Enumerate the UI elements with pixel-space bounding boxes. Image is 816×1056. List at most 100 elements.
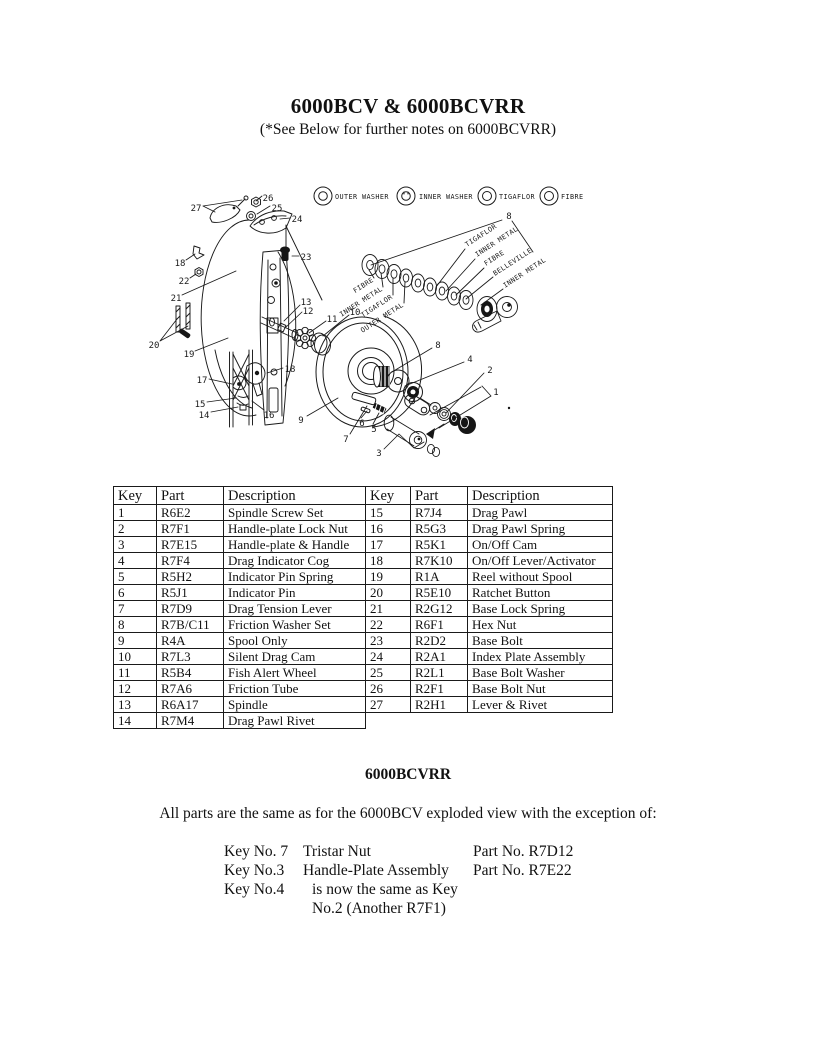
- table-cell: R6A17: [156, 696, 224, 713]
- table-cell: R6E2: [156, 504, 224, 521]
- spool-rim: [315, 316, 409, 428]
- table-cell: 11: [113, 664, 157, 681]
- handle-knob: [383, 414, 441, 458]
- table-cell: Index Plate Assembly: [467, 648, 613, 665]
- table-cell: 26: [365, 680, 411, 697]
- friction-tube: [277, 322, 287, 333]
- table-cell: R6F1: [410, 616, 468, 633]
- callout-numbers: 27 26 25 24 23 18 22 21 20 19 17 15 14 1…: [149, 194, 512, 459]
- note-key: Key No.4: [224, 881, 285, 898]
- table-cell: 19: [365, 568, 411, 585]
- table-cell: Indicator Pin: [223, 584, 366, 601]
- callout-2: 2: [487, 366, 492, 376]
- col-header-part: Part: [156, 486, 224, 505]
- table-header-row: Key Part Description: [113, 486, 366, 505]
- table-cell: 5: [113, 568, 157, 585]
- callout-18b: 18: [285, 365, 296, 375]
- table-cell: R4A: [156, 632, 224, 649]
- legend-label: OUTER WASHER: [335, 193, 389, 201]
- stem-column: [259, 249, 290, 426]
- table-cell: 25: [365, 664, 411, 681]
- callout-25: 25: [272, 204, 283, 214]
- table-header-row: Key Part Description: [365, 486, 613, 505]
- indicator-pin: [360, 406, 371, 414]
- table-cell: Handle-plate & Handle: [223, 536, 366, 553]
- table-cell: On/Off Cam: [467, 536, 613, 553]
- bcvrr-notes: Key No. 7 Tristar Nut Part No. R7D12 Key…: [224, 842, 573, 918]
- table-cell: 18: [365, 552, 411, 569]
- table-cell: Base Bolt Washer: [467, 664, 613, 681]
- callout-13: 13: [301, 298, 312, 308]
- inner-washer-icon: [396, 186, 416, 206]
- page-title: 6000BCV & 6000BCVRR: [290, 94, 526, 118]
- reel-housing-arc: [200, 219, 257, 417]
- page-subtitle: (*See Below for further notes on 6000BCV…: [259, 121, 557, 138]
- note-part-no: [473, 880, 573, 918]
- table-cell: 7: [113, 600, 157, 617]
- table-cell: 12: [113, 680, 157, 697]
- note-part-no: Part No. R7E22: [473, 862, 572, 879]
- table-cell: Spindle: [223, 696, 366, 713]
- col-header-part: Part: [410, 486, 468, 505]
- callout-17: 17: [197, 376, 208, 386]
- table-cell: 17: [365, 536, 411, 553]
- table-cell: Drag Indicator Cog: [223, 552, 366, 569]
- table-cell: Drag Pawl: [467, 504, 613, 521]
- callout-10: 10: [350, 308, 361, 318]
- table-cell: R7J4: [410, 504, 468, 521]
- ratchet-button-parts: [175, 302, 191, 339]
- period-dot: [507, 406, 511, 410]
- table-cell: Indicator Pin Spring: [223, 568, 366, 585]
- table-cell: R5K1: [410, 536, 468, 553]
- fish-alert-wheel: [293, 326, 317, 350]
- indicator-pin-spring: [372, 403, 387, 415]
- table-cell: R5B4: [156, 664, 224, 681]
- drag-link-plate: [404, 393, 431, 416]
- table-cell: R7K10: [410, 552, 468, 569]
- callout-26: 26: [263, 194, 274, 204]
- callout-5: 5: [371, 425, 376, 435]
- callout-27: 27: [191, 204, 202, 214]
- fibre-icon: [539, 186, 559, 206]
- drag-tension-lever: [351, 391, 377, 406]
- table-cell: R2H1: [410, 696, 468, 713]
- note-description: Tristar Nut: [303, 843, 371, 860]
- table-cell: 15: [365, 504, 411, 521]
- spindle-screw-set: [419, 397, 476, 434]
- note-row: Key No.3 Handle-Plate Assembly Part No. …: [224, 861, 573, 880]
- bcvrr-intro: All parts are the same as for the 6000BC…: [159, 805, 657, 822]
- callout-11: 11: [327, 315, 338, 325]
- table-cell: On/Off Lever/Activator: [467, 552, 613, 569]
- callout-19: 19: [184, 350, 195, 360]
- legend-label: FIBRE: [561, 193, 583, 201]
- outer-washer-icon: [313, 186, 333, 206]
- drag-pawl: [244, 362, 266, 385]
- base-bolt: [280, 224, 290, 261]
- legend-label: TIGAFLOR: [499, 193, 535, 201]
- table-cell: R7E15: [156, 536, 224, 553]
- callout-leader-lines: [159, 195, 534, 450]
- table-cell: 10: [113, 648, 157, 665]
- table-cell: R7M4: [156, 712, 224, 729]
- col-header-description: Description: [467, 486, 613, 505]
- callout-21: 21: [171, 294, 182, 304]
- table-cell: 3: [113, 536, 157, 553]
- table-cell: Friction Tube: [223, 680, 366, 697]
- callout-1: 1: [493, 388, 498, 398]
- callout-22: 22: [179, 277, 190, 287]
- callout-18a: 18: [175, 259, 186, 269]
